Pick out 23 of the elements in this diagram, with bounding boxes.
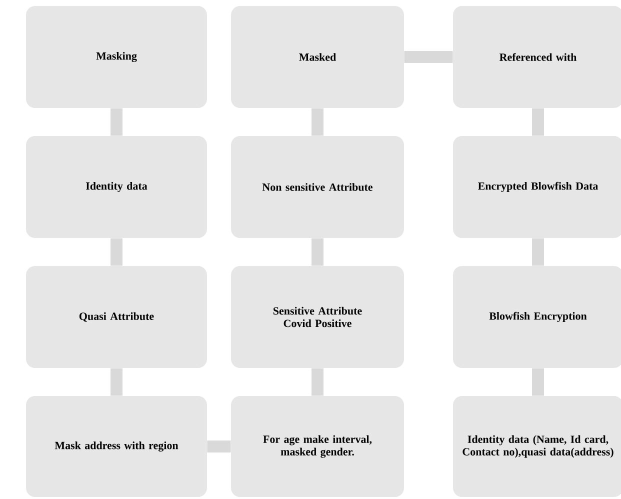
process-box: Masking <box>26 6 207 108</box>
process-box: Referenced with <box>453 6 621 108</box>
process-box: Identity data (Name, Id card, Contact no),quasi data(address) <box>453 396 621 497</box>
connector-bar <box>532 368 544 396</box>
process-box: Masked <box>231 6 404 108</box>
connector-bar <box>207 440 231 452</box>
process-box: Mask address with region <box>26 396 207 497</box>
connector-bar <box>110 238 122 266</box>
process-box: For age make interval, masked gender. <box>231 396 404 497</box>
process-box: Non sensitive Attribute <box>231 136 404 238</box>
process-box: Identity data <box>26 136 207 238</box>
connector-bar <box>532 108 544 136</box>
connector-bar <box>312 238 324 266</box>
connector-bar <box>110 368 122 396</box>
connector-bar <box>312 108 324 136</box>
process-box: Quasi Attribute <box>26 266 207 368</box>
process-box: Sensitive Attribute Covid Positive <box>231 266 404 368</box>
connector-bar <box>404 51 453 63</box>
process-box: Encrypted Blowfish Data <box>453 136 621 238</box>
connector-bar <box>532 238 544 266</box>
connector-bar <box>110 108 122 136</box>
process-box: Blowfish Encryption <box>453 266 621 368</box>
connector-bar <box>312 368 324 396</box>
